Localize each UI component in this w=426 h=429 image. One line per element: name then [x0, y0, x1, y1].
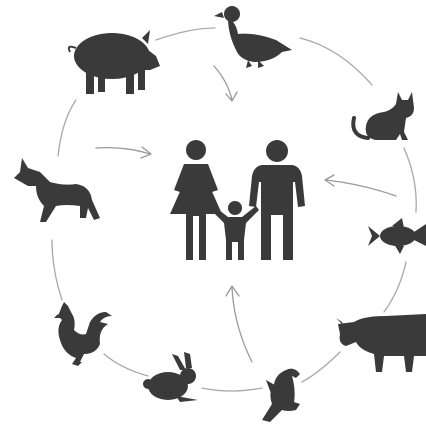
arrow-from-duck: [214, 66, 237, 101]
woman-figure: [170, 140, 222, 260]
fish-icon: [368, 218, 426, 254]
arrow-from-dog: [96, 147, 151, 158]
dog-icon: [14, 158, 100, 222]
duck-icon: [214, 6, 292, 68]
arrow-from-eagle: [226, 286, 252, 362]
cat-icon: [353, 92, 414, 140]
rooster-icon: [54, 302, 112, 366]
cow-icon: [336, 314, 426, 372]
pig-icon: [69, 30, 160, 94]
rabbit-icon: [143, 352, 198, 402]
man-figure: [249, 140, 305, 260]
family-icon: [170, 140, 305, 260]
arrow-from-cat: [325, 175, 396, 196]
child-figure: [211, 201, 259, 260]
eagle-icon: [262, 369, 300, 422]
